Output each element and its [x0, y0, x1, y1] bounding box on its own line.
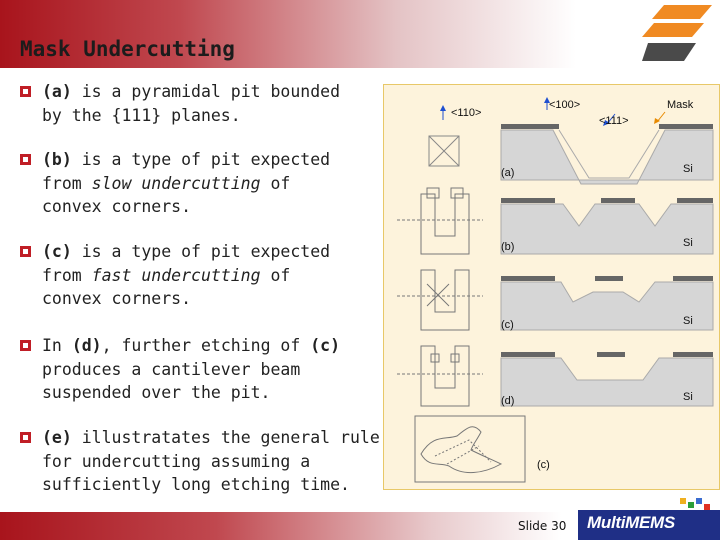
mask-layer: [673, 276, 713, 281]
bullet-text: is a type of pit expected: [71, 150, 331, 169]
cross-section-a: [500, 124, 714, 185]
label-mask: Mask: [667, 99, 694, 111]
top-view-a: [428, 135, 460, 167]
mask-layer: [595, 276, 623, 281]
bullet-text: convex corners.: [42, 197, 192, 216]
top-view-d: [397, 345, 483, 407]
mask-layer: [501, 352, 555, 357]
logo-stripe-dark: [642, 43, 696, 61]
bullet-text: (c): [310, 336, 341, 355]
label-si-b: Si: [683, 237, 693, 249]
label-si-d: Si: [683, 391, 693, 403]
mask-layer: [601, 198, 635, 203]
bullet-marker: [20, 86, 31, 97]
mask-layer: [659, 124, 713, 129]
label-a: (a): [501, 167, 514, 179]
bullet-text: is a type of pit expected: [71, 242, 331, 261]
bullet-marker: [20, 340, 31, 351]
bullet-emphasis: slow undercutting: [91, 173, 261, 193]
mask-layer: [677, 198, 713, 203]
bullet-marker: [20, 246, 31, 257]
undercutting-figure: <110> <100> <111> Mask (a) (b) (c) (d) (…: [383, 84, 720, 490]
bullet-text: convex corners.: [42, 289, 192, 308]
direction-111-arrow: [603, 113, 616, 126]
bullet-text: illustratates the general rule: [71, 428, 380, 447]
label-110: <110>: [451, 107, 481, 119]
bullet-text: by the {111} planes.: [42, 105, 241, 125]
bullet-text: (a): [42, 82, 72, 101]
top-view-c: [397, 269, 483, 331]
bullet-text: from: [42, 173, 92, 193]
corner-logo: [642, 5, 712, 61]
top-view-e: [414, 415, 526, 483]
top-view-b: [397, 187, 483, 255]
mask-layer: [501, 124, 559, 129]
title-bar: [0, 0, 720, 68]
bullet-text: (b): [42, 150, 72, 169]
bullet-text: (c): [42, 242, 72, 261]
cross-section-b: [500, 198, 714, 255]
bullet-text: produces a cantilever beam: [42, 359, 301, 379]
slide-title: Mask Undercutting: [20, 37, 235, 61]
multimems-logo-dots: [680, 498, 710, 510]
mask-layer: [501, 276, 555, 281]
bullet-text: of: [260, 265, 291, 285]
direction-110-arrow: [440, 105, 446, 120]
cross-section-c: [500, 276, 714, 331]
bullet-text: is a pyramidal pit bounded: [71, 82, 341, 101]
label-e: (c): [537, 459, 550, 471]
direction-100-arrow: [544, 97, 550, 110]
bullet-text: for undercutting assuming a: [42, 451, 311, 471]
bullet-text: suspended over the pit.: [42, 383, 271, 402]
cross-section-d: [500, 352, 714, 407]
label-si-a: Si: [683, 163, 693, 175]
bullet-text: (d): [71, 336, 102, 355]
logo-stripe-orange-2: [642, 23, 704, 37]
cantilever-beam: [597, 352, 625, 357]
bullet-text: In: [42, 336, 72, 355]
label-100: <100>: [549, 99, 580, 111]
label-d: (d): [501, 395, 514, 407]
bullet-text: of: [260, 173, 291, 193]
bullet-text: , further etching of: [101, 336, 311, 355]
mask-layer: [501, 198, 555, 203]
bullet-text: (e): [42, 428, 72, 447]
bullet-text: sufficiently long etching time.: [42, 475, 350, 494]
multimems-logo: [578, 510, 720, 540]
slide-number: Slide 30: [518, 519, 567, 533]
bullet-marker: [20, 154, 31, 165]
bullet-text: from: [42, 265, 92, 285]
mask-layer: [673, 352, 713, 357]
label-111: <111>: [599, 115, 629, 127]
bullet-marker: [20, 432, 31, 443]
label-si-c: Si: [683, 315, 693, 327]
mask-pointer-arrow: [654, 111, 666, 124]
bullet-emphasis: fast undercutting: [91, 265, 261, 285]
label-c: (c): [501, 319, 514, 331]
multimems-logo-text: MultiMEMS: [587, 513, 675, 532]
label-b: (b): [501, 241, 514, 253]
logo-stripe-orange: [652, 5, 712, 19]
